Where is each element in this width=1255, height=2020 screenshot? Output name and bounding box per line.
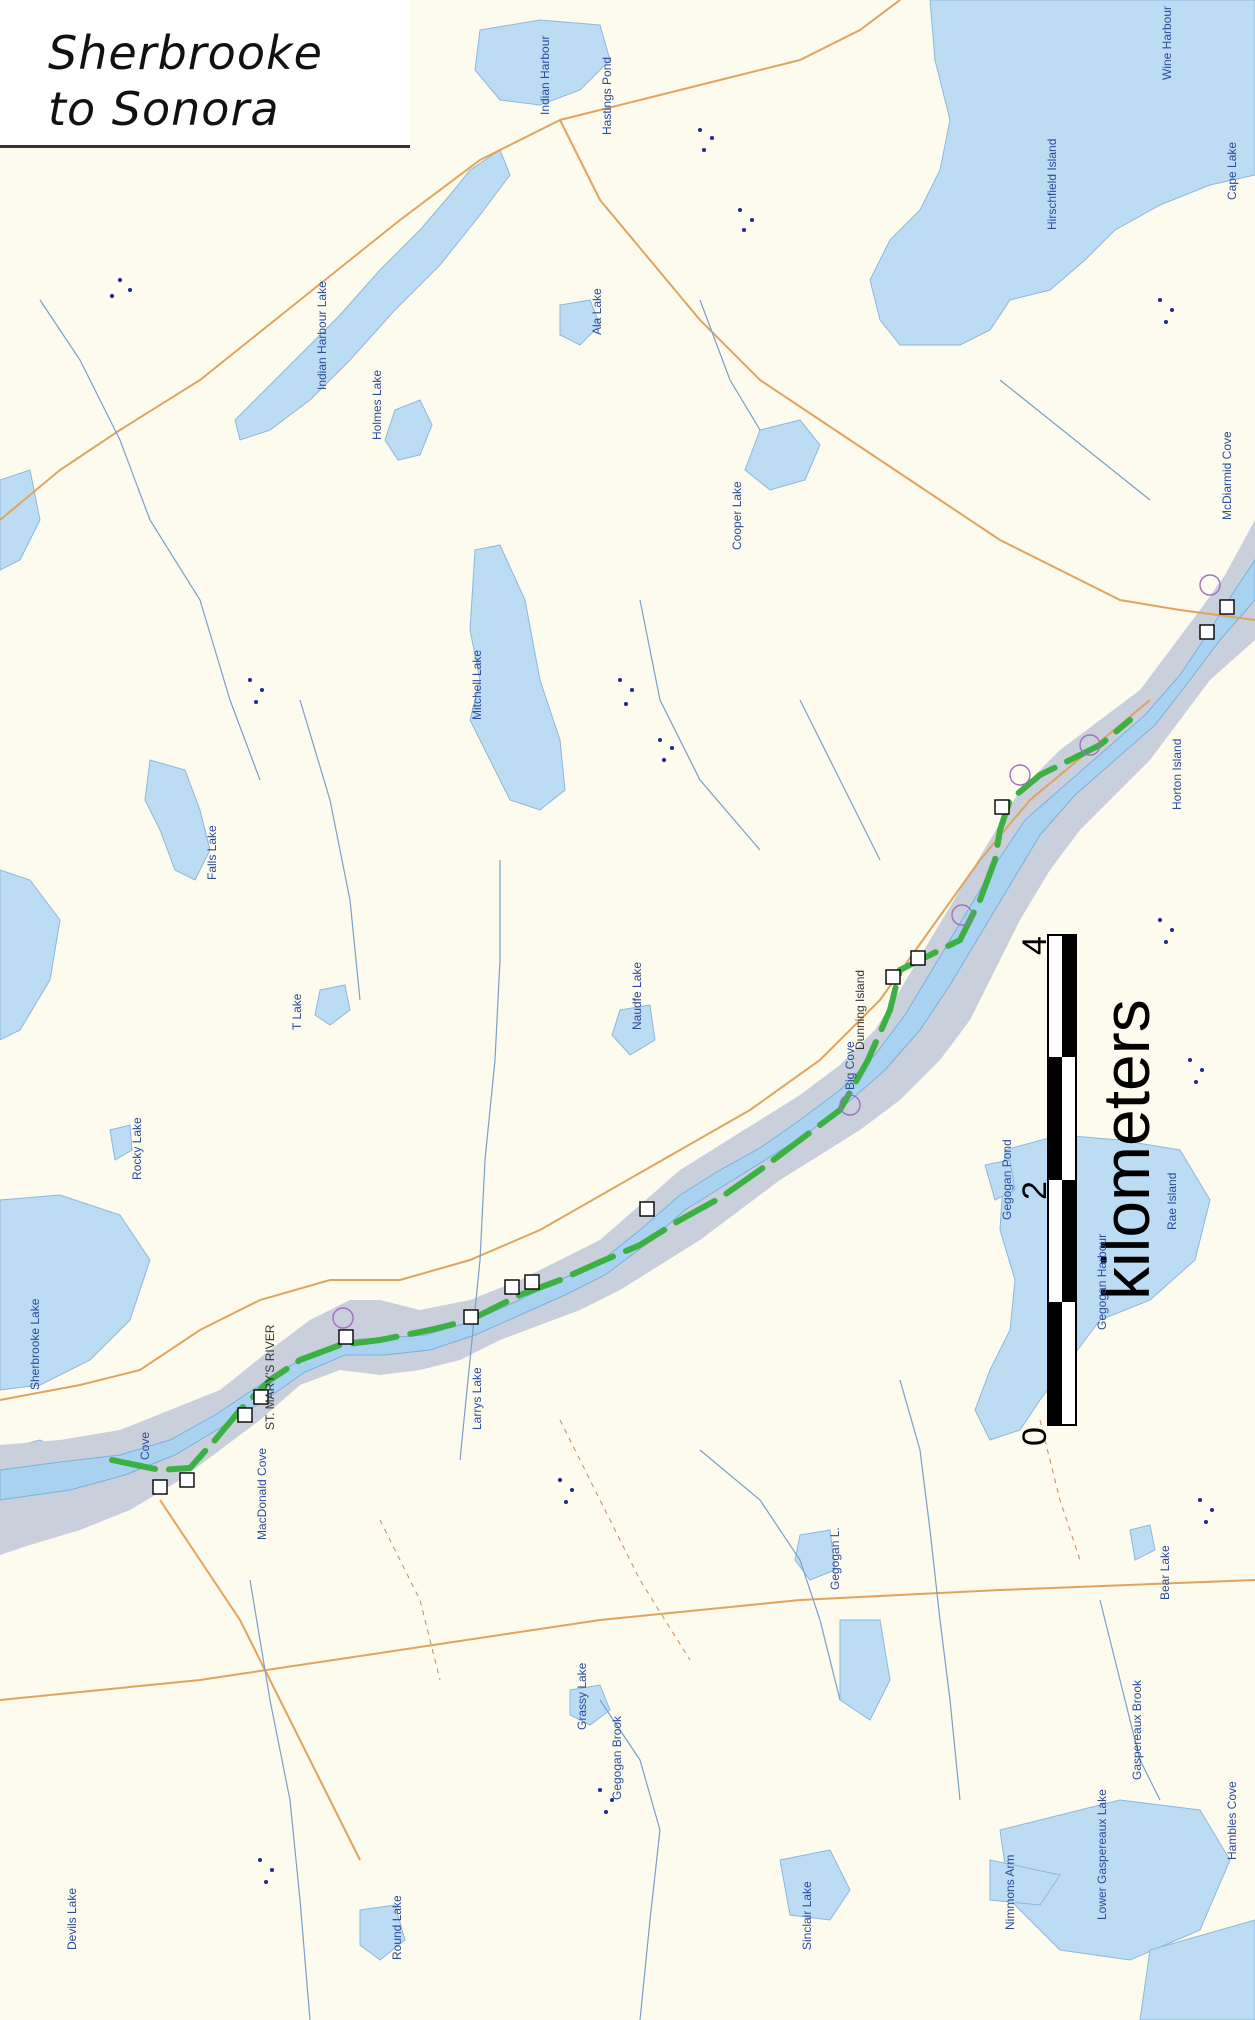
map-title-line2: to Sonora (48, 82, 280, 136)
label-cove: Cove (138, 1431, 152, 1460)
label-indian-harbour-lake: Indian Harbour Lake (315, 281, 329, 390)
west-lake-mid (0, 869, 61, 1041)
label-gegogan-l: Gegogan L. (828, 1527, 842, 1590)
trails (379, 1419, 1081, 1681)
grassy-lake (569, 1684, 611, 1726)
title-box: Sherbrooke to Sonora (0, 0, 410, 148)
bear-lake (1129, 1524, 1156, 1561)
scale-tick-0: 0 (1016, 1427, 1054, 1446)
label-gegogan-pond: Gegogan Pond (1000, 1139, 1014, 1220)
label-st-marys-river: ST. MARY'S RIVER (263, 1324, 277, 1430)
label-devils-lake: Devils Lake (65, 1887, 79, 1950)
scale-tick-2: 2 (1016, 1181, 1054, 1200)
t-lake (314, 984, 351, 1026)
roads (0, 0, 1255, 1861)
label-macdonald-cove: MacDonald Cove (255, 1447, 269, 1540)
falls-lake (144, 759, 211, 881)
scale-tick-4: 4 (1016, 936, 1054, 955)
label-sherbrooke-lake: Sherbrooke Lake (28, 1298, 42, 1390)
label-ala-lake: Ala Lake (590, 288, 604, 335)
label-dunning-island: Dunning Island (853, 969, 867, 1050)
road-river-north (0, 699, 1151, 1401)
wine-harbour-water (869, 0, 1255, 346)
indian-harbour-lake (234, 149, 511, 441)
label-horton-island: Horton Island (1170, 738, 1184, 810)
paddling-route (109, 717, 1133, 1474)
label-mcdiarmid-cove: McDiarmid Cove (1220, 431, 1234, 520)
label-rae-island: Rae Island (1165, 1172, 1179, 1230)
road-east (559, 119, 1255, 621)
label-wine-harbour-top: Wine Harbour (1160, 5, 1174, 80)
scale-bar (1047, 934, 1077, 1426)
lower-gaspereaux-lake (999, 1799, 1231, 1961)
south-right-inlet (1139, 1919, 1255, 2020)
label-hambles-cove: Hambles Cove (1225, 1781, 1239, 1860)
round-lake (359, 1904, 406, 1961)
wetland-dots (110, 128, 1214, 1884)
naudfe-lake (611, 1004, 656, 1056)
label-falls-lake: Falls Lake (205, 825, 219, 880)
label-nimmons-arm: Nimmons Arm (1003, 1854, 1017, 1930)
label-big-cove: Big Cove (843, 1041, 857, 1090)
label-round-lake: Round Lake (390, 1895, 404, 1960)
sherbrooke-lake (0, 1194, 151, 1391)
label-mitchell-lake: Mitchell Lake (470, 649, 484, 720)
label-gegogan-harbour: Gegogan Harbour (1095, 1233, 1109, 1330)
label-cape-lake: Cape Lake (1225, 141, 1239, 200)
label-sinclair-lake: Sinclair Lake (800, 1881, 814, 1950)
road-sw (159, 1499, 361, 1861)
label-larrys-lake: Larrys Lake (470, 1367, 484, 1430)
label-grassy-lake: Grassy Lake (575, 1662, 589, 1730)
gegogan-lake-mid (839, 1619, 891, 1721)
streams (39, 299, 1161, 2020)
rocky-lake (109, 1124, 133, 1161)
nimmons-arm (989, 1859, 1061, 1906)
holmes-lake (384, 399, 433, 461)
st-marys-river-channel (0, 559, 1255, 1501)
label-holmes-lake: Holmes Lake (370, 369, 384, 440)
label-bear-lake: Bear Lake (1158, 1545, 1172, 1600)
label-hastings-pond: Hastings Pond (600, 56, 614, 135)
road-south (0, 1579, 1255, 1701)
label-indian-harbour: Indian Harbour (538, 35, 552, 115)
gegogan-pond (984, 1159, 1016, 1201)
ala-lake (559, 299, 601, 346)
label-t-lake: T Lake (290, 993, 304, 1030)
gegogan-l (794, 1529, 836, 1581)
road-north (0, 0, 901, 521)
map-title-line1: Sherbrooke (48, 26, 323, 80)
st-marys-estuary-shore (0, 520, 1255, 1555)
label-lower-gaspereaux-lake: Lower Gaspereaux Lake (1095, 1789, 1109, 1920)
campsite-markers (152, 599, 1235, 1495)
label-naudfe-lake: Naudfe Lake (630, 961, 644, 1030)
mitchell-lake (469, 544, 566, 811)
label-gaspereaux-brook: Gaspereaux Brook (1130, 1679, 1144, 1780)
label-gegogan-brook: Gegogan Brook (610, 1715, 624, 1800)
cooper-lake (744, 419, 821, 491)
label-rocky-lake: Rocky Lake (130, 1117, 144, 1180)
sinclair-lake (779, 1849, 851, 1921)
indian-harbour-water (474, 19, 611, 106)
label-cooper-lake: Cooper Lake (730, 481, 744, 550)
access-circles (332, 574, 1221, 1329)
label-hirschfield-island: Hirschfield Island (1045, 138, 1059, 230)
